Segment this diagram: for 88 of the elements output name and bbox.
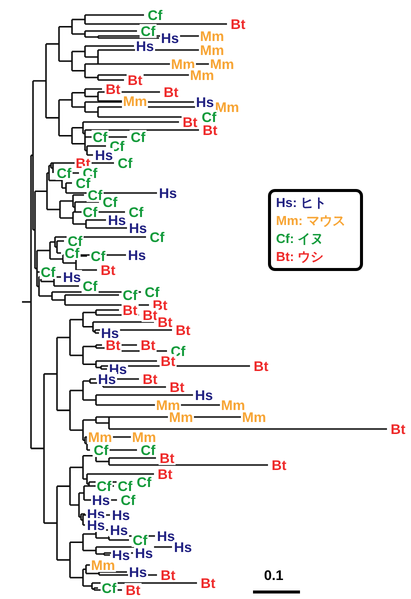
species-label: Bt	[270, 458, 288, 472]
species-label: Bt	[126, 73, 144, 87]
species-label: Cf	[146, 8, 164, 22]
species-label: Cf	[140, 24, 156, 38]
species-label: Bt	[100, 263, 116, 277]
species-label: Bt	[160, 568, 176, 582]
species-label: Mm	[220, 398, 246, 412]
species-label: Cf	[100, 581, 118, 595]
species-label: Bt	[168, 380, 186, 394]
species-label: Bt	[162, 85, 180, 99]
species-label: Cf	[140, 443, 156, 457]
species-label: Bt	[124, 583, 142, 597]
species-label: Mm	[188, 68, 216, 82]
species-label: Cf	[120, 493, 136, 507]
species-label: Cf	[116, 479, 134, 493]
species-label: Cf	[92, 443, 110, 457]
species-label: Bt	[142, 372, 158, 386]
species-label: Hs	[127, 248, 147, 262]
species-label: Cf	[92, 130, 108, 144]
species-label: Cf	[132, 533, 148, 547]
species-label: Bt	[182, 115, 198, 129]
legend-entry: Bt: ウシ	[276, 248, 324, 266]
species-label: Hs	[128, 221, 148, 235]
species-label: Cf	[90, 249, 106, 263]
species-label: Hs	[107, 213, 127, 227]
species-label: Cf	[82, 205, 98, 219]
species-label: Bt	[174, 323, 192, 337]
species-label: Cf	[116, 156, 134, 170]
species-label: Hs	[91, 493, 111, 507]
species-label: Bt	[252, 359, 270, 373]
species-label: Cf	[128, 205, 144, 219]
legend-entry: Cf: イヌ	[276, 230, 324, 248]
species-label: Cf	[64, 246, 80, 260]
species-label: Hs	[97, 372, 117, 386]
species-label: Mm	[90, 558, 116, 572]
species-label: Cf	[96, 479, 112, 493]
species-label: Mm	[198, 43, 226, 57]
species-label: Bt	[104, 82, 122, 96]
species-label: Cf	[200, 110, 218, 124]
species-label: Hs	[173, 540, 193, 554]
species-label: Mm	[154, 398, 182, 412]
species-label: Cf	[40, 265, 56, 279]
species-label: Mm	[198, 29, 226, 43]
species-label: Bt	[122, 303, 138, 317]
species-label: Bt	[390, 422, 406, 436]
species-label: Cf	[56, 166, 72, 180]
scale-label: 0.1	[264, 568, 284, 582]
species-label: Hs	[109, 523, 129, 537]
species-label: Mm	[86, 430, 114, 444]
species-label: Hs	[135, 39, 155, 53]
species-label: Bt	[156, 315, 174, 329]
species-label: Cf	[86, 188, 104, 202]
species-label: Cf	[136, 475, 152, 489]
species-label: Mm	[130, 430, 158, 444]
species-label: Hs	[156, 529, 176, 543]
species-label: Cf	[74, 176, 92, 190]
legend-entry: Hs: ヒト	[276, 194, 327, 212]
species-label: Hs	[94, 148, 114, 162]
species-label: Bt	[142, 308, 158, 322]
species-label: Hs	[86, 518, 106, 532]
species-label: Hs	[62, 270, 82, 284]
species-label: Hs	[128, 565, 148, 579]
species-label: Hs	[158, 186, 178, 200]
species-label: Cf	[148, 230, 166, 244]
species-label: Bt	[140, 338, 156, 352]
species-label: Bt	[156, 467, 174, 481]
species-label: Mm	[122, 94, 148, 108]
species-label: Bt	[160, 354, 176, 368]
species-label: Mm	[168, 410, 194, 424]
species-label: Bt	[200, 576, 216, 590]
legend-entry: Mm: マウス	[276, 212, 346, 230]
species-label: Mm	[170, 57, 196, 71]
species-label: Bt	[202, 123, 218, 137]
species-label: Hs	[160, 31, 180, 45]
species-label: Bt	[104, 338, 122, 352]
species-label: Cf	[102, 195, 118, 209]
species-label: Hs	[111, 508, 131, 522]
species-label: Cf	[144, 285, 160, 299]
species-label: Hs	[194, 388, 214, 402]
species-label: Hs	[195, 95, 215, 109]
species-label: Bt	[230, 17, 246, 31]
species-label: Hs	[134, 546, 154, 560]
species-label: Cf	[122, 288, 138, 302]
species-label: Mm	[240, 410, 268, 424]
species-label: Cf	[82, 279, 98, 293]
species-label: Cf	[130, 130, 146, 144]
species-label: Mm	[208, 57, 236, 71]
species-label: Bt	[158, 451, 176, 465]
